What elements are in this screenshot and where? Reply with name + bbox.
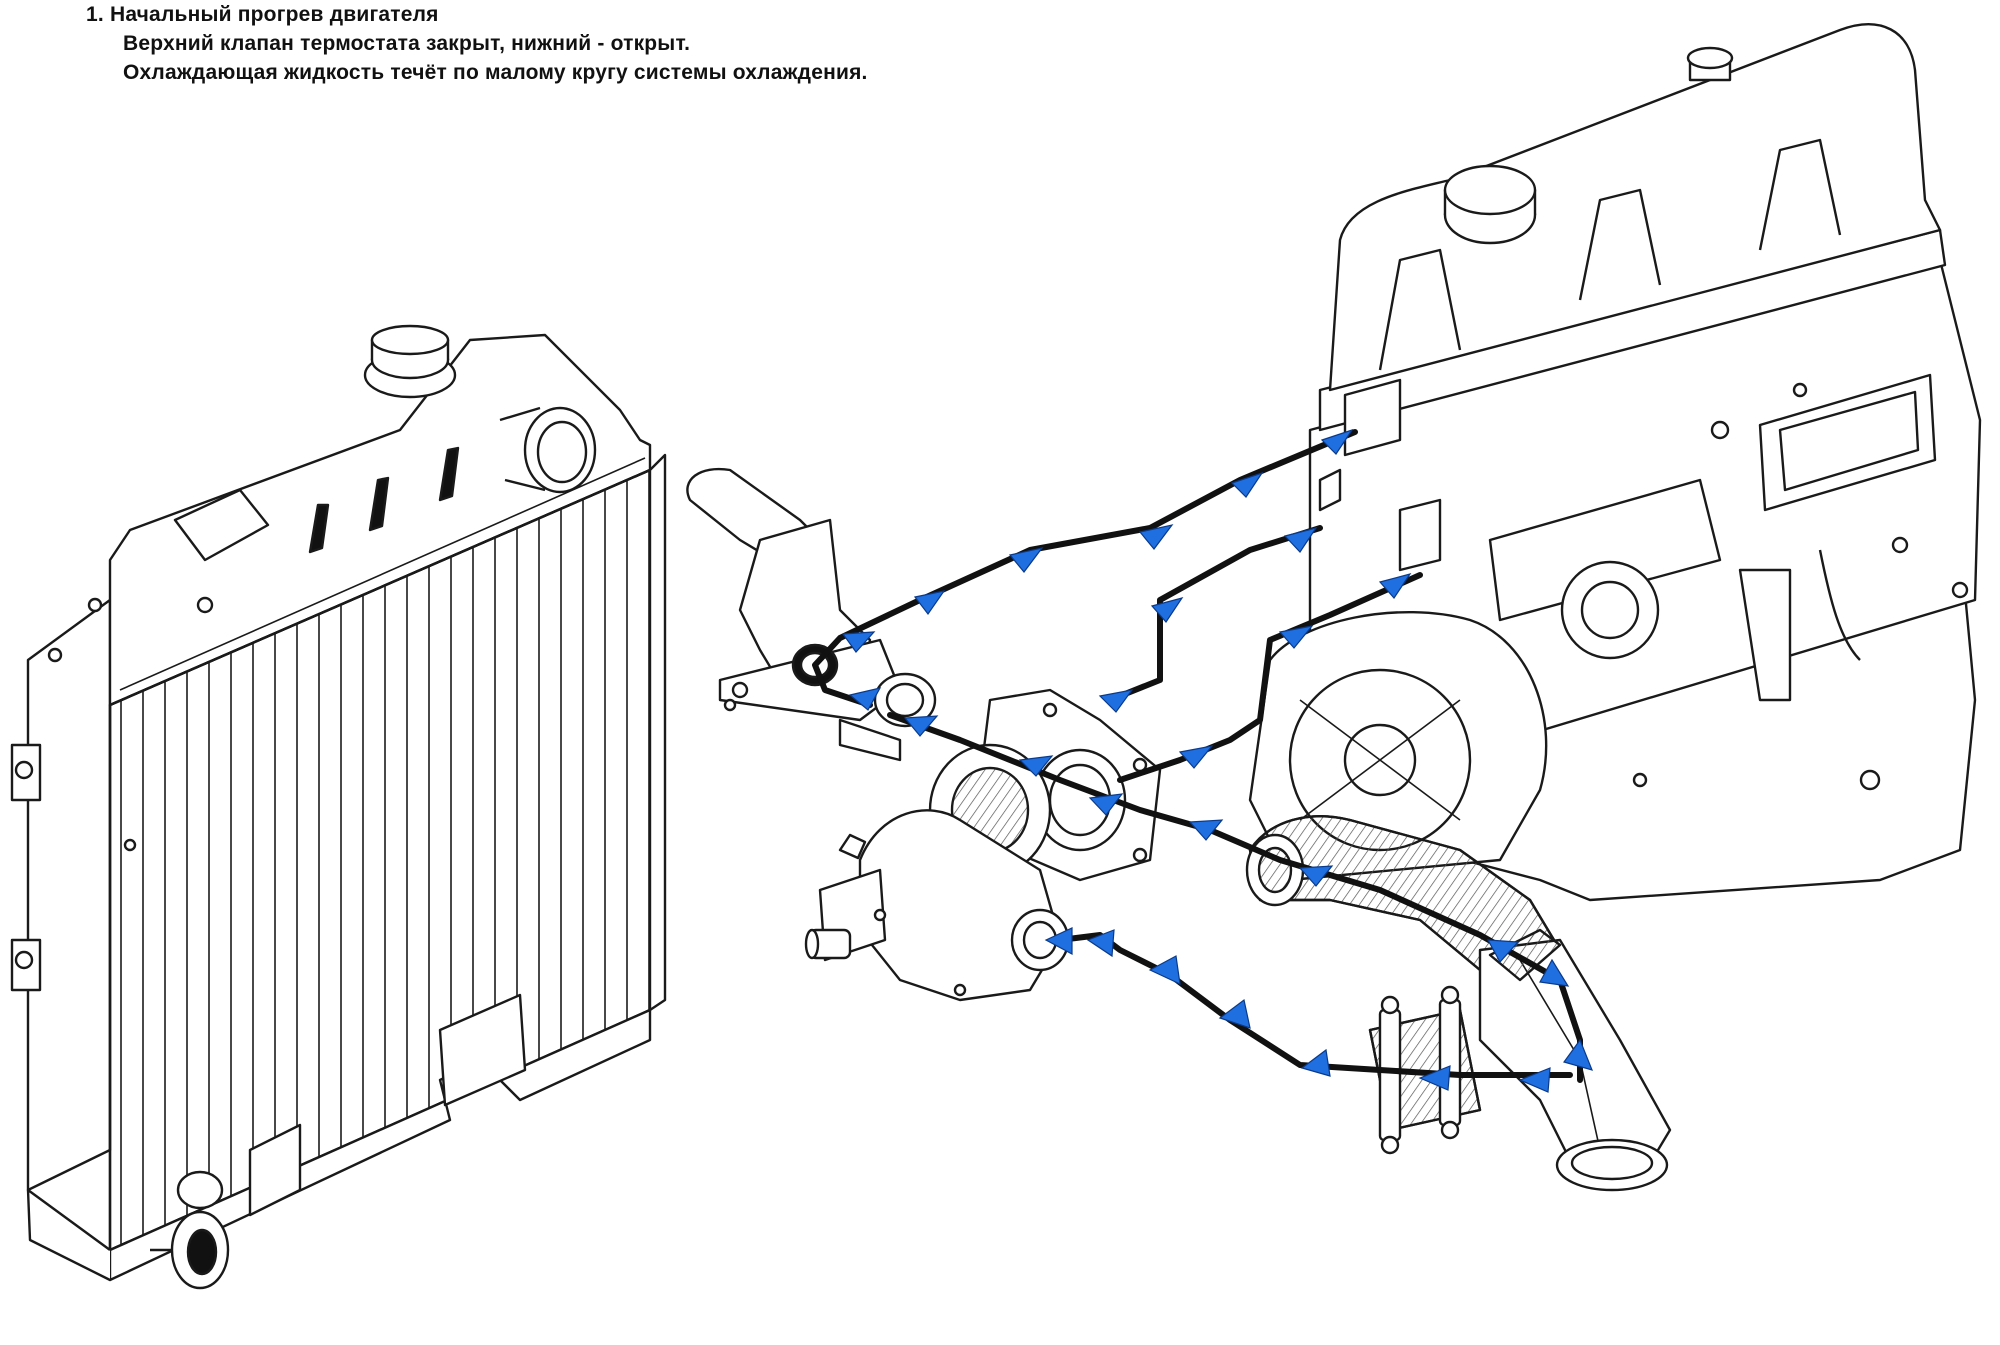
flow-arrow (1018, 755, 1054, 777)
flow-arrow (1218, 998, 1251, 1029)
flow-arrow (1188, 819, 1224, 841)
flow-arrow (1044, 927, 1073, 956)
lower-hose (1368, 928, 1672, 1192)
flow-arrow (1320, 428, 1354, 455)
flow-path-middle-channel (1107, 525, 1323, 703)
flow-arrow (1563, 1038, 1594, 1071)
flow-arrow (1230, 471, 1264, 498)
flow-arrows (841, 428, 1594, 1093)
flow-arrow (1008, 547, 1044, 573)
flow-arrow (1378, 573, 1412, 599)
water-pump (804, 688, 1162, 1002)
flow-arrow (1138, 524, 1174, 550)
flow-arrow (913, 590, 946, 616)
flow-arrow (1298, 865, 1334, 887)
flow-arrow (1300, 1048, 1331, 1077)
diagram-caption: 1. Начальный прогрев двигателя Верхний к… (86, 0, 1286, 87)
flow-arrow (1283, 527, 1318, 553)
flow-arrow (903, 715, 939, 737)
flow-arrow (841, 631, 876, 653)
flow-arrow (1148, 955, 1181, 986)
caption-title: 1. Начальный прогрев двигателя (86, 3, 439, 26)
radiator (10, 324, 667, 1290)
flow-arrow (1539, 958, 1570, 987)
caption-thermostat-state: Верхний клапан термостата закрыт, нижний… (123, 32, 691, 55)
flow-arrow (1098, 689, 1134, 713)
flow-path-block-to-pump (1117, 572, 1423, 783)
flow-arrow (848, 687, 882, 711)
caption-coolant-flow: Охлаждающая жидкость течёт по малому кру… (123, 61, 868, 84)
flow-arrow (1518, 1067, 1551, 1093)
flow-arrow (1486, 939, 1520, 964)
flow-arrow (1278, 625, 1314, 649)
flow-arrow (1150, 597, 1184, 623)
engine-block (1248, 23, 1982, 902)
flow-arrow (1418, 1065, 1451, 1091)
flow-arrow (1088, 793, 1124, 816)
flow-arrow (1178, 745, 1214, 769)
flow-arrow (1086, 929, 1115, 958)
